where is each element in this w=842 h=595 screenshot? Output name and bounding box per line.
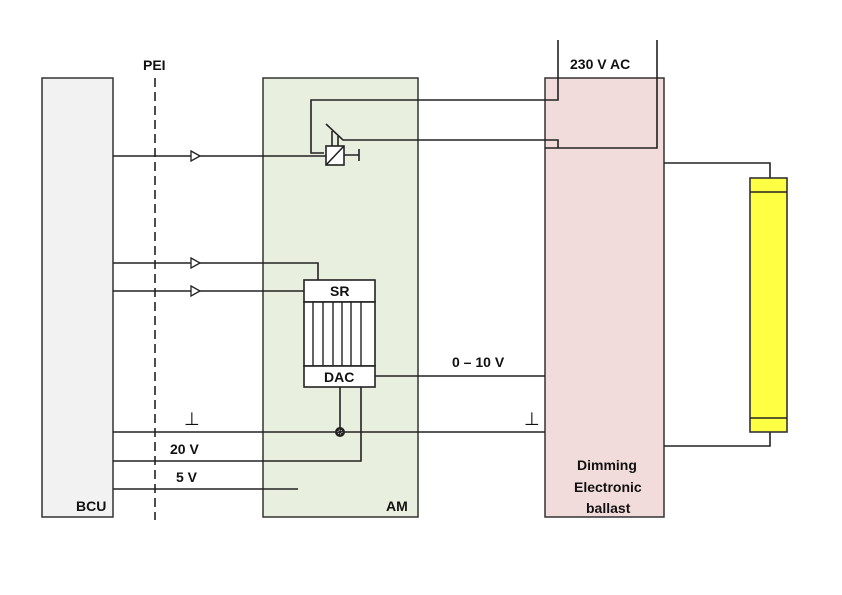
ground-symbol-right: ⊥ [524, 409, 540, 429]
mains-wire-right [545, 40, 658, 149]
supply-5v-label: 5 V [176, 469, 198, 485]
relay-ground [344, 149, 360, 161]
shift-register-label: SR [330, 283, 349, 299]
lamp-wire-bottom [664, 432, 771, 447]
mains-label: 230 V AC [570, 56, 630, 72]
bcu-label: BCU [76, 498, 106, 514]
sr-clock-wire [113, 262, 319, 287]
relay-coil-diagonal [325, 145, 345, 166]
am-label: AM [386, 498, 408, 514]
relay-signal-arrow-icon [190, 149, 202, 163]
dac-label: DAC [324, 369, 354, 385]
parallel-bus [303, 301, 376, 367]
sr-data-arrow-icon [190, 284, 202, 298]
mains-wire-left [310, 40, 559, 154]
supply-20v-label: 20 V [170, 441, 199, 457]
relay-contact [325, 123, 559, 148]
ground-symbol-left: ⊥ [184, 409, 200, 429]
pei-label: PEI [143, 57, 166, 73]
ballast-label-line-2: Electronic [574, 479, 642, 495]
sr-clock-arrow-icon [190, 256, 202, 270]
lamp-wire-top [664, 162, 771, 178]
ballast-label-line-1: Dimming [577, 457, 637, 473]
fluorescent-lamp [749, 177, 788, 433]
parallel-bus-lines [312, 302, 362, 366]
ballast-block [544, 77, 665, 518]
supply-20v-wire [113, 387, 362, 462]
control-voltage-label: 0 – 10 V [452, 354, 505, 370]
ground-junction [335, 427, 345, 437]
ground-junction-inner [337, 429, 343, 435]
bcu-block [41, 77, 114, 518]
ballast-label-line-3: ballast [586, 500, 631, 516]
